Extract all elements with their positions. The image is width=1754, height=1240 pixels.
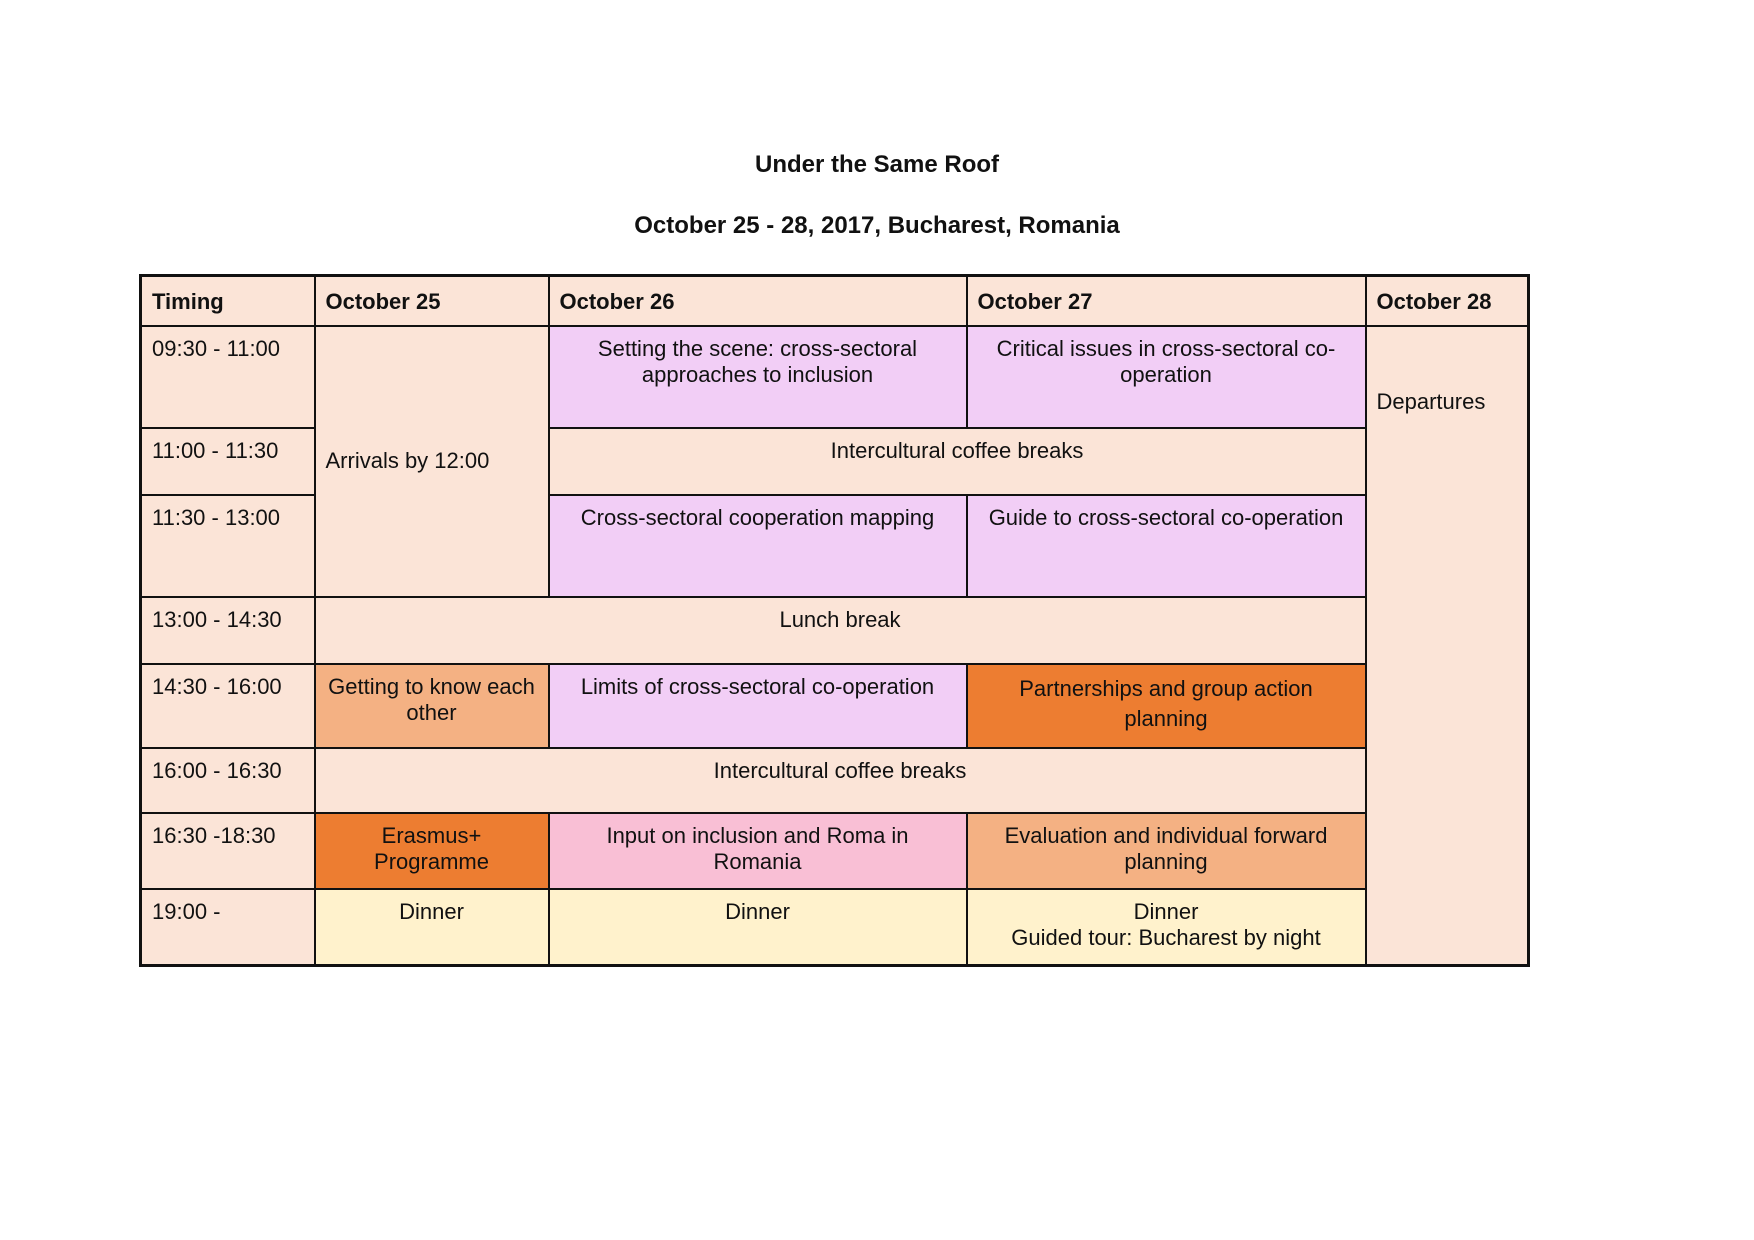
session-cell: Evaluation and individual forward planni… [965,811,1367,890]
table-row: 11:30 - 13:00 Cross-sectoral cooperation… [139,493,1529,598]
time-slot: 14:30 - 16:00 [139,662,316,749]
header-october-25: October 25 [313,274,550,327]
table-row: 09:30 - 11:00 Arrivals by 12:00 Setting … [139,324,1530,967]
dinner-label: Dinner [1133,898,1199,924]
time-slot: 11:00 - 11:30 [139,426,316,496]
arrivals-cell: Arrivals by 12:00 [313,324,550,598]
session-cell: Limits of cross-sectoral co-operation [547,662,968,749]
schedule-table: Timing October 25 October 26 October 27 … [139,274,1530,967]
document-title: Under the Same Roof [754,151,1000,178]
guided-tour-label: Guided tour: Bucharest by night [1011,924,1321,950]
session-cell: Critical issues in cross-sectoral co-ope… [965,324,1367,429]
table-row: 14:30 - 16:00 Getting to know each other… [139,662,1529,749]
time-slot: 19:00 - [139,887,316,967]
coffee-break-cell: Intercultural coffee breaks [313,746,1367,814]
dinner-cell: Dinner Guided tour: Bucharest by night [965,887,1367,967]
lunch-break-cell: Lunch break [313,595,1367,665]
session-cell: Guide to cross-sectoral co-operation [965,493,1367,598]
header-row: Timing October 25 October 26 October 27 … [139,274,1530,327]
table-row: 16:30 -18:30 Erasmus+ Programme Input on… [139,811,1529,890]
time-slot: 11:30 - 13:00 [139,493,316,598]
dinner-cell: Dinner [313,887,550,967]
header-october-27: October 27 [965,274,1367,327]
session-cell: Erasmus+ Programme [313,811,550,890]
session-cell: Setting the scene: cross-sectoral approa… [547,324,968,429]
coffee-break-cell: Intercultural coffee breaks [547,426,1367,496]
document-subtitle: October 25 - 28, 2017, Bucharest, Romani… [634,212,1120,239]
time-slot: 09:30 - 11:00 [139,324,316,429]
table-row: 11:00 - 11:30 Intercultural coffee break… [139,426,1529,496]
session-cell: Partnerships and group action planning [965,662,1367,749]
header-october-26: October 26 [547,274,968,327]
session-cell: Input on inclusion and Roma in Romania [547,811,968,890]
time-slot: 16:30 -18:30 [139,811,316,890]
time-slot: 16:00 - 16:30 [139,746,316,814]
header-october-28: October 28 [1364,274,1530,327]
session-cell: Getting to know each other [313,662,550,749]
dinner-cell: Dinner [547,887,968,967]
time-slot: 13:00 - 14:30 [139,595,316,665]
header-timing: Timing [139,274,316,327]
table-row: 19:00 - Dinner Dinner Dinner Guided tour… [139,887,1529,967]
table-row: 16:00 - 16:30 Intercultural coffee break… [139,746,1529,814]
departures-cell: Departures [1364,324,1530,967]
session-cell: Cross-sectoral cooperation mapping [547,493,968,598]
table-row: 13:00 - 14:30 Lunch break [139,595,1529,665]
